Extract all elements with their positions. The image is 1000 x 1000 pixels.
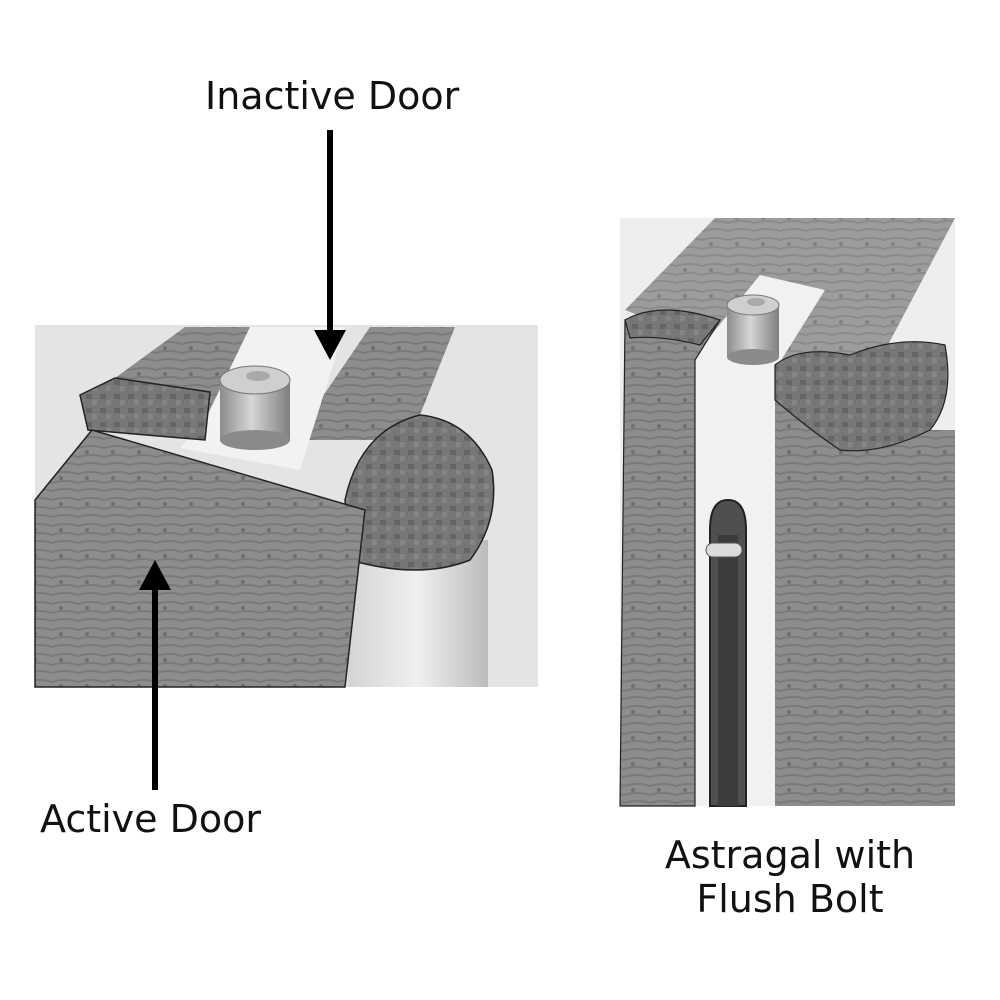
active-door-end-grain: [624, 309, 722, 346]
left-door-diagram: [34, 325, 538, 688]
flush-bolt: [726, 294, 780, 365]
astragal-rounded-face: [820, 430, 955, 806]
astragal-end-grain: [774, 341, 949, 452]
astragal-label: Astragal with Flush Bolt: [640, 833, 940, 921]
astragal-label-line2: Flush Bolt: [696, 876, 884, 921]
astragal-label-line1: Astragal with: [664, 833, 916, 877]
inactive-door-right-board: [300, 327, 455, 440]
flush-bolt-lever: [705, 542, 743, 558]
astragal-end-grain: [344, 414, 495, 571]
inactive-door-arrow: [314, 130, 346, 360]
flush-bolt: [219, 365, 291, 450]
right-astragal-diagram: [619, 218, 955, 807]
active-door-board: [34, 429, 366, 688]
active-door-arrow: [139, 560, 171, 790]
inactive-door-label: Inactive Door: [205, 74, 460, 118]
active-door-label: Active Door: [40, 797, 262, 841]
door-end-grain: [79, 377, 211, 441]
